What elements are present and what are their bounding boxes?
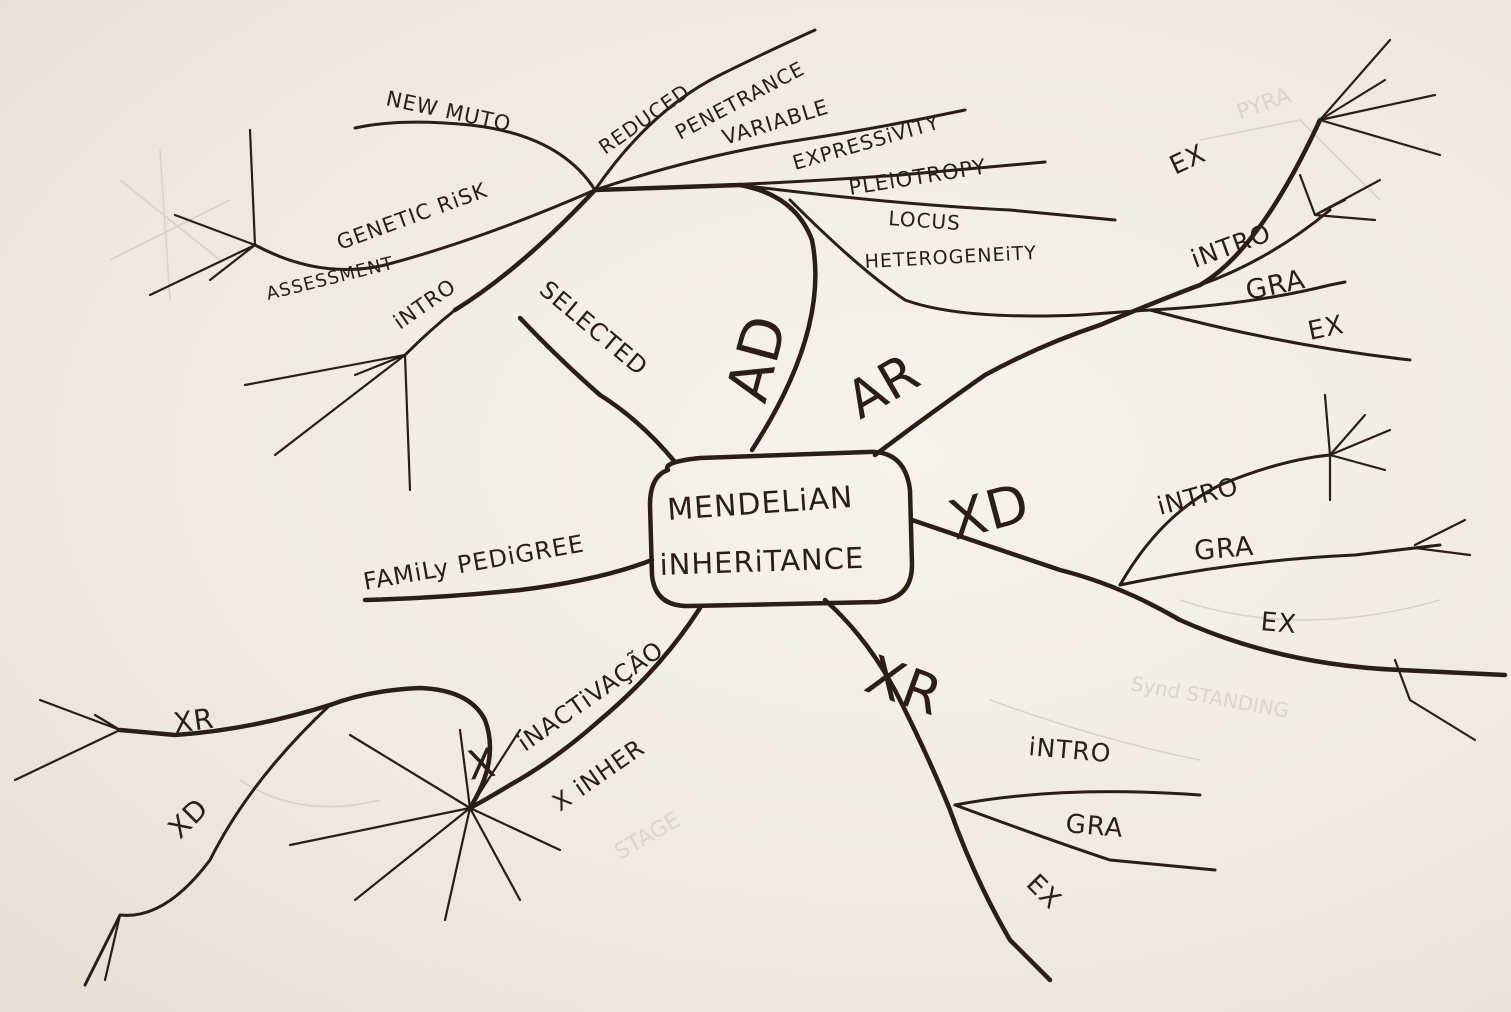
ad-genetic-risk: GENETIC RiSK	[334, 178, 491, 255]
svg-text:STAGE: STAGE	[611, 808, 685, 865]
ad-locus: LOCUS	[888, 206, 962, 235]
xd-gra: GRA	[1193, 531, 1256, 567]
xd-branch: XD iNTRO GRA EX	[909, 393, 1508, 742]
ad-assessment: ASSESSMENT	[264, 253, 396, 305]
svg-text:Synd STANDING: Synd STANDING	[1129, 671, 1291, 722]
xr-branch: XR iNTRO GRA EX	[822, 597, 1217, 983]
ad-new-muto: NEW MUTO	[384, 86, 513, 136]
selected-branch: SELECTED	[517, 275, 678, 465]
xd-label: XD	[942, 471, 1036, 553]
ad-intro: iNTRO	[389, 274, 461, 334]
xd-intro: iNTRO	[1154, 471, 1242, 520]
xr-gra: GRA	[1064, 809, 1124, 844]
x-inactivation-sublabel1: iNACTiVAÇÃO	[511, 634, 669, 757]
bleed-through-marks: PYRA Synd STANDING STAGE	[109, 83, 1441, 865]
ad-label: AD	[713, 308, 801, 409]
ar-gra: GRA	[1243, 264, 1308, 307]
xr-intro: iNTRO	[1027, 732, 1112, 768]
ad-pleiotropy: PLEiOTROPY	[847, 154, 988, 199]
x-inactivation-label: X	[464, 740, 500, 790]
ar-intro: iNTRO	[1187, 218, 1275, 274]
ad-branch: AD REDUCED PENETRANCE VARIABLE EXPRESSiV…	[148, 28, 1152, 492]
ad-heterogeneity: HETEROGENEiTY	[864, 242, 1037, 273]
center-title-line1: MENDELiAN	[666, 480, 854, 528]
svg-text:PYRA: PYRA	[1234, 83, 1295, 126]
xr-ex: EX	[1020, 869, 1067, 916]
center-node-box	[647, 449, 915, 609]
x-inactivation-xd: XD	[162, 791, 216, 845]
ar-ex: EX	[1305, 310, 1347, 347]
ar-ex-top: EX	[1165, 139, 1211, 182]
ar-label: AR	[837, 342, 931, 431]
selected-label: SELECTED	[534, 275, 653, 381]
family-pedigree-branch: FAMiLy PEDiGREE	[361, 529, 655, 603]
x-inactivation-sublabel2: X iNHER	[547, 733, 650, 816]
x-inactivation-xr: XR	[171, 702, 216, 740]
center-title-line2: iNHERiTANCE	[659, 541, 865, 582]
xd-ex: EX	[1259, 607, 1298, 640]
x-inactivation-branch: X iNACTiVAÇÃO X iNHER XR XD	[13, 605, 703, 987]
